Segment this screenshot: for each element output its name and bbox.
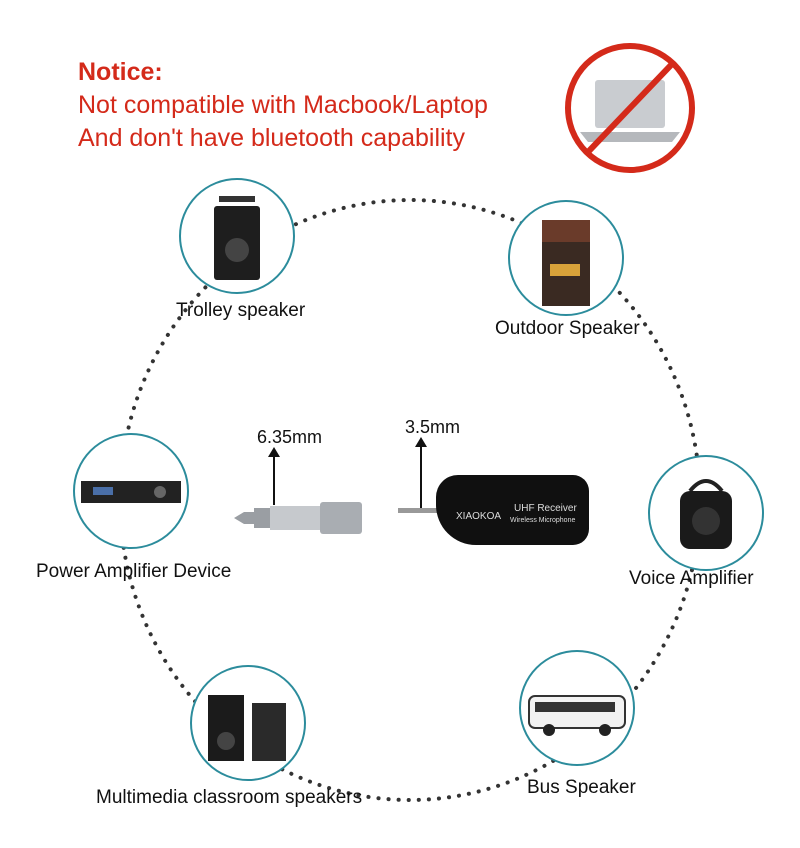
voice-amplifier-icon [680,479,732,549]
device-label: Power Amplifier Device [36,561,232,582]
notice-line-2: And don't have bluetooth capability [78,124,465,152]
receiver-size-label: 3.5mm [405,417,461,437]
power-amplifier-icon [81,481,181,503]
trolley-speaker-circle [179,178,295,294]
receiver-subtitle: Wireless Microphone [510,517,576,524]
device-label: Bus Speaker [527,777,636,798]
device-label: Outdoor Speaker [495,318,640,339]
no-laptop-icon [565,43,695,173]
notice: Notice: Not compatible with Macbook/Lapt… [78,56,488,155]
device-label: Multimedia classroom speakers [96,787,363,808]
bus-icon [528,695,626,736]
trolley-speaker-icon [214,196,260,280]
classroom-speakers-circle [190,665,306,781]
adapter-arrow [268,447,280,505]
classroom-speakers-icon [208,695,286,761]
receiver-arrow [415,437,427,510]
receiver-image: XIAOKOA UHF Receiver Wireless Microphone [436,475,589,545]
voice-amplifier-circle [648,455,764,571]
bus-speaker-circle [519,650,635,766]
adapter-plug-image [234,502,362,534]
receiver-plug [398,508,438,513]
power-amplifier-circle [73,433,189,549]
notice-title: Notice: [78,58,163,86]
receiver-brand: XIAOKOA [456,511,502,522]
receiver-model: UHF Receiver [514,503,577,514]
device-label: Voice Amplifier [629,568,754,589]
outdoor-speaker-circle [508,200,624,316]
adapter-size-label: 6.35mm [257,427,323,447]
device-label: Trolley speaker [176,300,306,321]
notice-line-1: Not compatible with Macbook/Laptop [78,91,488,119]
outdoor-speaker-icon [542,220,590,306]
